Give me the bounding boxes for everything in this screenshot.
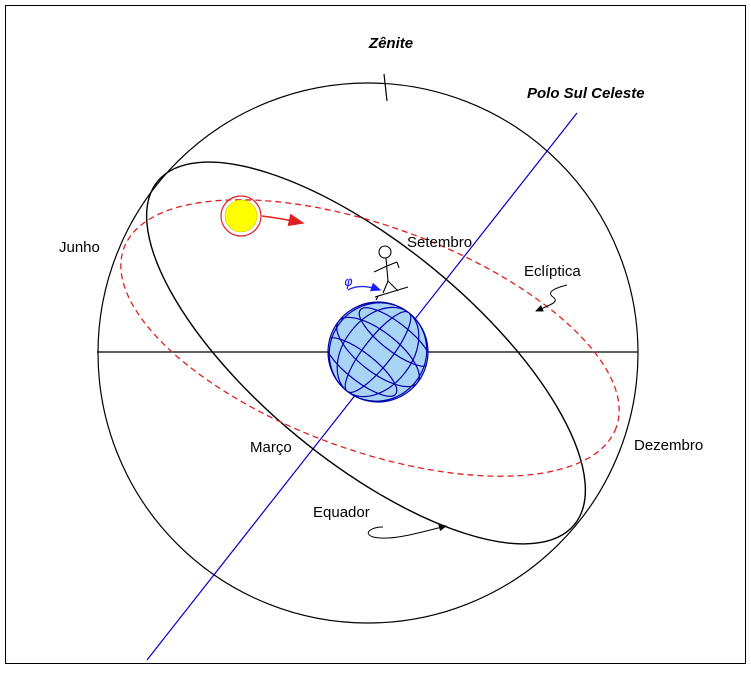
- ecliptic-leader: [535, 284, 568, 312]
- ecliptic-path: [120, 199, 620, 477]
- september-label: Setembro: [407, 234, 472, 251]
- sun-icon: [220, 195, 262, 237]
- ecliptic-label: Eclíptica: [524, 263, 581, 280]
- latitude-arrow: [347, 282, 382, 292]
- south-celestial-pole-label: Polo Sul Celeste: [527, 85, 645, 102]
- celestial-equator: [145, 161, 587, 545]
- equator-label: Equador: [313, 504, 370, 521]
- zenith-tick: [383, 73, 388, 102]
- celestial-sphere: [97, 82, 639, 624]
- june-label: Junho: [59, 239, 100, 256]
- equator-leader: [367, 524, 447, 539]
- latitude-symbol: φ: [344, 275, 353, 290]
- zenith-label: Zênite: [368, 35, 413, 52]
- december-label: Dezembro: [634, 437, 703, 454]
- sun-motion-arrow: [261, 213, 305, 227]
- earth-globe-icon: [327, 301, 429, 403]
- figure-frame: [5, 5, 746, 664]
- march-label: Março: [250, 439, 292, 456]
- stick-figure-observer-icon: [373, 245, 409, 301]
